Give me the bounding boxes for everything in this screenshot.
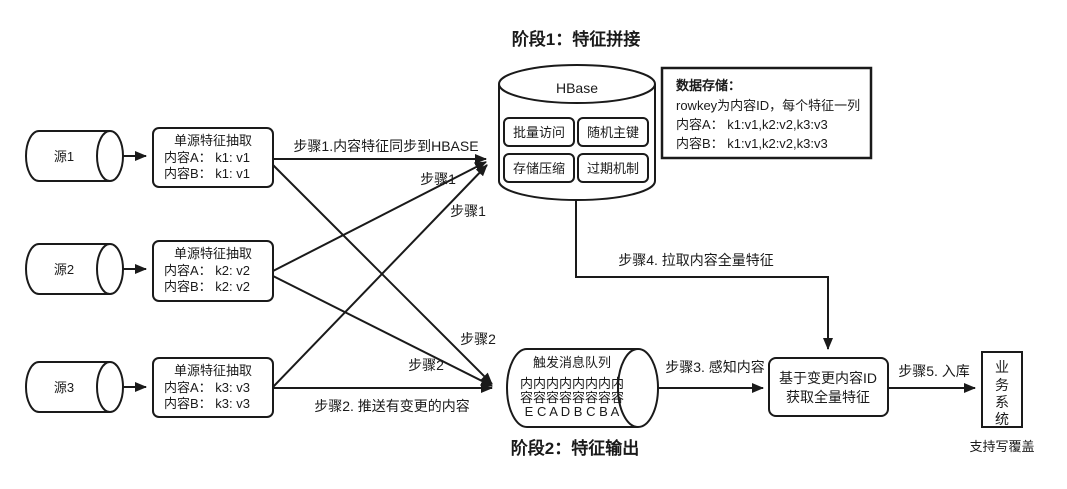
source-label-2: 源2 bbox=[54, 262, 74, 277]
cylinder-cap bbox=[617, 348, 659, 428]
extractor-content-b: 内容B： k1: v1 bbox=[164, 166, 250, 181]
extractor-content-b: 内容B： k2: v2 bbox=[164, 279, 250, 294]
label-step2-a: 步骤2 bbox=[460, 331, 496, 347]
hbase-cylinder: HBase 批量访问 随机主键 存储压缩 过期机制 bbox=[498, 64, 656, 201]
stage2-title: 阶段2：特征输出 bbox=[511, 438, 639, 458]
arrow-extract1-queue bbox=[272, 164, 493, 385]
arrow-extract2-queue bbox=[272, 275, 493, 387]
extractor-box-2: 单源特征抽取 内容A： k2: v2 内容B： k2: v2 bbox=[152, 240, 274, 302]
source-label-3: 源3 bbox=[54, 380, 74, 395]
hbase-feature-batch-access: 批量访问 bbox=[503, 117, 575, 147]
queue-line: 容容容容容容容容 bbox=[520, 390, 624, 405]
business-char: 业 bbox=[995, 359, 1009, 375]
hbase-feature-expire-mechanism: 过期机制 bbox=[577, 153, 649, 183]
storage-note-title: 数据存储： bbox=[676, 78, 741, 93]
label-step5: 步骤5. 入库 bbox=[898, 363, 970, 379]
fetch-features-box: 基于变更内容ID 获取全量特征 bbox=[768, 357, 889, 417]
label-step1-main: 步骤1.内容特征同步到HBASE bbox=[293, 138, 478, 154]
arrow-extract3-hbase bbox=[272, 164, 488, 388]
queue-line: 内内内内内内内内 bbox=[520, 376, 624, 391]
cylinder-cap bbox=[498, 64, 656, 104]
storage-note-line: 内容A： k1:v1,k2:v2,k3:v3 bbox=[676, 117, 828, 132]
extractor-content-a: 内容A： k2: v2 bbox=[164, 263, 250, 278]
queue-line: E C A D B C B A bbox=[525, 404, 620, 419]
business-char: 统 bbox=[995, 411, 1009, 427]
feature-label: 过期机制 bbox=[587, 161, 639, 176]
label-step2-main: 步骤2. 推送有变更的内容 bbox=[314, 398, 470, 414]
extractor-title: 单源特征抽取 bbox=[174, 133, 252, 148]
arrow-extract2-hbase bbox=[272, 161, 487, 272]
source-cylinder-2: 源2 bbox=[25, 243, 124, 295]
extractor-content-a: 内容A： k1: v1 bbox=[164, 150, 250, 165]
business-system-box: 业 务 系 统 bbox=[981, 351, 1023, 428]
queue-line: 触发消息队列 bbox=[533, 355, 611, 370]
business-char: 务 bbox=[995, 377, 1009, 393]
source-label-1: 源1 bbox=[54, 149, 74, 164]
feature-label: 随机主键 bbox=[587, 125, 639, 140]
extractor-title: 单源特征抽取 bbox=[174, 363, 252, 378]
source-cylinder-1: 源1 bbox=[25, 130, 124, 182]
extractor-title: 单源特征抽取 bbox=[174, 246, 252, 261]
business-char: 系 bbox=[995, 394, 1009, 410]
extractor-content-b: 内容B： k3: v3 bbox=[164, 396, 250, 411]
source-cylinder-3: 源3 bbox=[25, 361, 124, 413]
label-step1-b: 步骤1 bbox=[420, 171, 456, 187]
cylinder-cap bbox=[96, 130, 124, 182]
fetch-box-line: 基于变更内容ID bbox=[779, 370, 877, 386]
feature-label: 存储压缩 bbox=[513, 161, 565, 176]
extractor-content-a: 内容A： k3: v3 bbox=[164, 380, 250, 395]
label-step1-c: 步骤1 bbox=[450, 203, 486, 219]
arrow-hbase-fetch-step4 bbox=[575, 200, 833, 350]
label-step2-b: 步骤2 bbox=[408, 357, 444, 373]
label-step3: 步骤3. 感知内容 bbox=[665, 359, 765, 375]
fetch-box-line: 获取全量特征 bbox=[786, 389, 870, 405]
hbase-title: HBase bbox=[556, 80, 598, 96]
label-step4: 步骤4. 拉取内容全量特征 bbox=[618, 252, 774, 268]
cylinder-cap bbox=[96, 243, 124, 295]
hbase-feature-random-key: 随机主键 bbox=[577, 117, 649, 147]
extractor-box-3: 单源特征抽取 内容A： k3: v3 内容B： k3: v3 bbox=[152, 357, 274, 418]
extractor-box-1: 单源特征抽取 内容A： k1: v1 内容B： k1: v1 bbox=[152, 127, 274, 188]
feature-label: 批量访问 bbox=[513, 125, 565, 140]
stage1-title: 阶段1：特征拼接 bbox=[512, 29, 640, 49]
hbase-feature-storage-compress: 存储压缩 bbox=[503, 153, 575, 183]
business-note: 支持写覆盖 bbox=[969, 439, 1034, 454]
cylinder-cap bbox=[96, 361, 124, 413]
message-queue-cylinder: 触发消息队列 内内内内内内内内 容容容容容容容容 E C A D B C B A bbox=[506, 348, 659, 428]
storage-note-line: 内容B： k1:v1,k2:v2,k3:v3 bbox=[676, 136, 828, 151]
storage-note-line: rowkey为内容ID，每个特征一列 bbox=[676, 98, 860, 113]
storage-note-box: 数据存储： rowkey为内容ID，每个特征一列 内容A： k1:v1,k2:v… bbox=[660, 66, 873, 160]
